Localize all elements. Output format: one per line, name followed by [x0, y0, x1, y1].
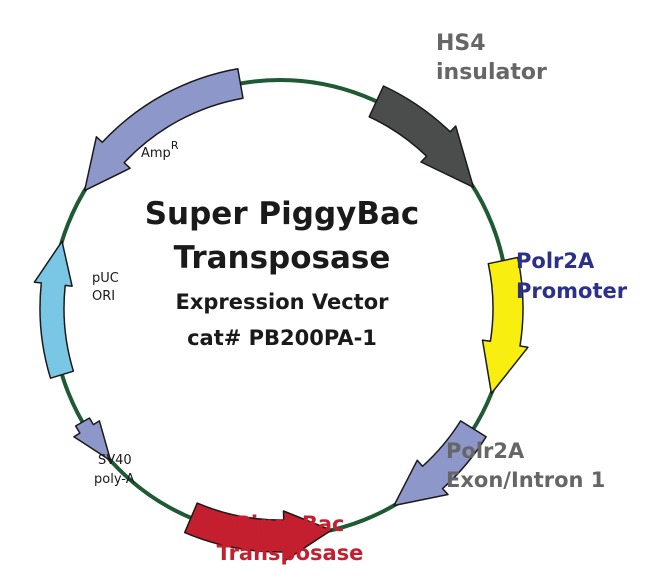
piggybac-arrow: [183, 502, 333, 562]
ampr-label: AmpR: [141, 139, 179, 161]
polr2a-promoter-label-line2: Promoter: [516, 279, 628, 303]
ampr-arrow: [83, 67, 244, 192]
sv40-label-line2: poly-A: [94, 472, 135, 487]
catalog-number: cat# PB200PA-1: [187, 326, 377, 350]
piggybac-label-line2: Transposase: [217, 541, 364, 565]
ampr-label-main: Amp: [141, 146, 171, 161]
polr2a-promoter-label-line1: Polr2A: [516, 249, 595, 273]
piggybac-label-line1: PiggyBac: [236, 512, 345, 536]
hs4-label-line1: HS4: [436, 31, 486, 56]
hs4-arrow: [368, 85, 475, 188]
polr2a-promoter-arrow: [481, 256, 529, 395]
feature-arrows: [33, 67, 529, 562]
vector-subtitle: Expression Vector: [175, 290, 389, 314]
puc-arrow: [33, 240, 75, 379]
vector-title-line2: Transposase: [174, 240, 391, 276]
polr2a-exon-label-line1: Polr2A: [446, 439, 525, 463]
sv40-arrow: [73, 417, 112, 462]
puc-label-line1: pUC: [92, 271, 119, 286]
sv40-label-line1: SV40: [98, 453, 132, 468]
ampr-label-superscript: R: [171, 139, 179, 152]
polr2a-exon-label-line2: Exon/Intron 1: [446, 468, 605, 492]
polr2a-exon-arrow: [393, 420, 487, 507]
vector-title-line1: Super PiggyBac: [145, 196, 420, 232]
puc-label-line2: ORI: [92, 289, 115, 304]
hs4-label-line2: insulator: [436, 60, 547, 85]
